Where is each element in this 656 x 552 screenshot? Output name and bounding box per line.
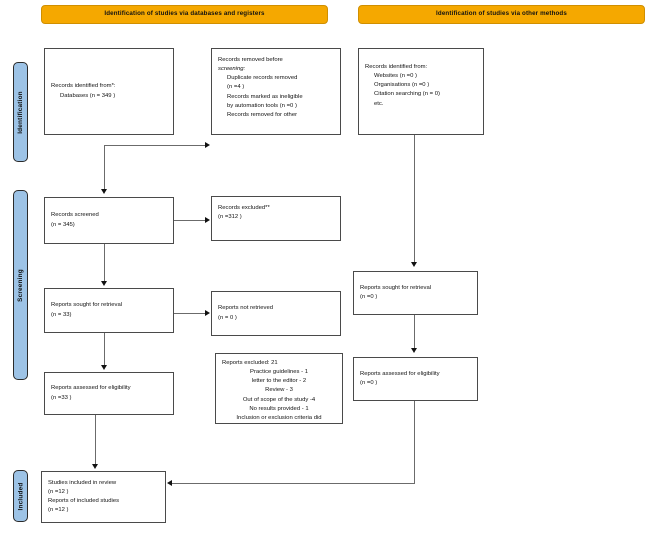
box-line: by automation tools (n =0 ) [227,102,297,109]
connector-sought-to-assessed [104,333,105,366]
connector-other-identified-to-sought [414,135,415,263]
box-line: Reports of included studies [48,498,120,504]
box-line: (n = 33) [51,311,72,318]
box-line: Reports excluded: 21 [222,360,278,366]
box-line: Reports sought for retrieval [360,284,432,291]
box-line: Records excluded** [218,205,270,211]
connector-other-assessed-down [414,401,415,483]
records-removed-box: Records removed before screening: Duplic… [211,48,341,135]
stage-label-included-text: Included [17,482,24,510]
box-line: (n =312 ) [218,214,242,221]
connector-other-assessed-to-included [172,483,415,484]
stage-label-included: Included [13,470,28,522]
connector-sought-to-not-retrieved [174,313,205,314]
records-identified-box: Records identified from*: Databases (n =… [44,48,174,135]
arrowhead-other-sought-to-assessed [410,348,417,353]
box-line: Databases (n = 349 ) [60,92,116,99]
box-line: etc. [374,100,384,107]
box-line: Reports assessed for eligibility [51,385,131,392]
box-line: Records removed for other [227,111,298,118]
box-line: Practice guidelines - 1 [250,369,308,376]
header-bar-databases-label: Identification of studies via databases … [104,10,265,18]
records-excluded-box: Records excluded** (n =312 ) [211,196,341,241]
box-line: Websites (n =0 ) [374,73,417,80]
arrowhead-assessed-to-included [91,464,98,469]
arrowhead-other-identified-to-sought [410,262,417,267]
connector-identified-to-screened [104,145,105,190]
box-line: Out of scope of the study -4 [242,396,316,403]
box-line: Inclusion or exclusion criteria did [236,414,322,421]
box-line: (n =12 ) [48,507,69,514]
box-line: (n =0 ) [360,294,378,300]
box-line: Review - 3 [265,387,293,394]
stage-label-screening: Screening [13,190,28,380]
box-line: Records marked as ineligible [227,93,303,100]
header-bar-other-methods-label: Identification of studies via other meth… [436,10,567,18]
arrowhead-sought-to-not-retrieved [205,309,210,316]
box-line: letter to the editor - 2 [251,378,307,385]
box-line: Records identified from: [365,64,428,70]
box-line: Organisations (n =0 ) [374,82,430,89]
arrowhead-identified-to-removed [205,141,210,148]
box-line: (n =33 ) [51,394,72,401]
other-reports-assessed-box: Reports assessed for eligibility (n =0 ) [353,357,478,401]
reports-sought-box: Reports sought for retrieval (n = 33) [44,288,174,333]
box-line: Records identified from*: [51,83,116,90]
box-line: (n =4 ) [227,84,245,91]
box-line: No results provided - 1 [249,405,309,412]
studies-included-box: Studies included in review (n =12 ) Repo… [41,471,166,523]
connector-assessed-to-included [95,415,96,465]
box-line: (n =0 ) [360,380,378,386]
connector-screened-to-excluded [174,220,205,221]
box-line: Citation searching (n = 0) [374,91,440,98]
connector-screened-to-sought [104,244,105,282]
stage-label-screening-text: Screening [17,268,25,302]
box-line: (n = 0 ) [218,314,237,321]
connector-identified-to-removed [104,145,205,146]
header-bar-databases: Identification of studies via databases … [41,5,328,24]
reports-assessed-box: Reports assessed for eligibility (n =33 … [44,372,174,415]
records-screened-box: Records screened (n = 345) [44,197,174,244]
header-bar-other-methods: Identification of studies via other meth… [358,5,645,24]
box-line: screening: [218,66,246,73]
arrowhead-identified-to-screened [100,189,107,194]
other-records-identified-box: Records identified from: Websites (n =0 … [358,48,484,135]
reports-excluded-box: Reports excluded: 21 Practice guidelines… [215,353,343,424]
stage-label-identification: Identification [13,62,28,162]
box-line: Reports sought for retrieval [51,302,123,309]
box-line: (n = 345) [51,221,75,228]
reports-not-retrieved-box: Reports not retrieved (n = 0 ) [211,291,341,336]
arrowhead-screened-to-excluded [205,216,210,223]
box-line: Reports assessed for eligibility [360,370,440,377]
connector-other-sought-to-assessed [414,315,415,349]
box-line: (n =12 ) [48,488,69,495]
other-reports-sought-box: Reports sought for retrieval (n =0 ) [353,271,478,315]
box-line: Duplicate records removed [227,75,298,82]
stage-label-identification-text: Identification [17,90,25,134]
arrowhead-sought-to-assessed [100,365,107,370]
box-line: Studies included in review [48,479,117,486]
box-line: Records screened [51,212,99,219]
box-line: Records removed before [218,57,283,63]
arrowhead-screened-to-sought [100,281,107,286]
box-line: Reports not retrieved [218,305,274,312]
arrowhead-other-assessed-to-included [167,479,172,486]
